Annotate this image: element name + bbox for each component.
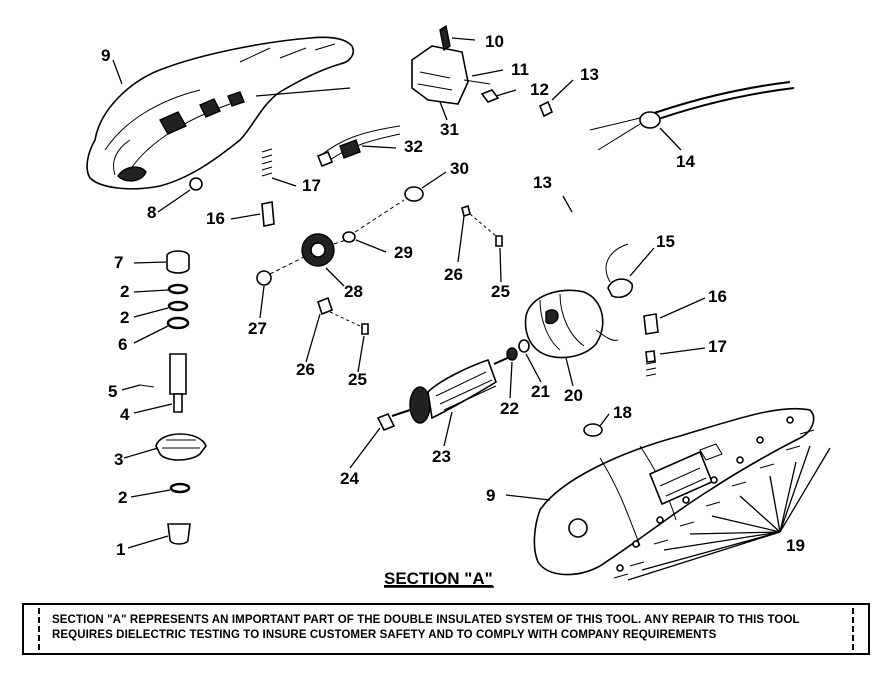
callout-29: 29: [394, 243, 413, 262]
callout-7: 7: [114, 253, 123, 272]
callout-10: 10: [485, 32, 504, 51]
callout-13-lower: 13: [533, 173, 552, 192]
safety-notice-box: SECTION "A" REPRESENTS AN IMPORTANT PART…: [22, 603, 870, 655]
callout-1: 1: [116, 540, 125, 559]
safety-notice-frame: SECTION "A" REPRESENTS AN IMPORTANT PART…: [38, 608, 854, 650]
callout-6: 6: [118, 335, 127, 354]
armature: [376, 339, 530, 432]
callout-2-top: 2: [120, 282, 129, 301]
callout-25-left: 25: [348, 370, 367, 389]
safety-notice-text: SECTION "A" REPRESENTS AN IMPORTANT PART…: [52, 614, 800, 641]
callout-3: 3: [114, 450, 123, 469]
callout-2-bottom: 2: [118, 488, 127, 507]
callout-28: 28: [344, 282, 363, 301]
callout-17-left: 17: [302, 176, 321, 195]
callout-labels: 9 10 11 12 13 31 14 32 17 30 13 8 16 15 …: [101, 32, 805, 588]
callout-11: 11: [511, 60, 529, 79]
section-a-title: SECTION "A": [384, 569, 493, 588]
wire-lead: [316, 125, 401, 168]
callout-12: 12: [530, 80, 549, 99]
callout-19: 19: [786, 536, 805, 555]
callout-16-left: 16: [206, 209, 225, 228]
brush-spring-left: [261, 148, 275, 227]
callout-20: 20: [564, 386, 583, 405]
power-cord: [589, 81, 795, 151]
callout-23: 23: [432, 447, 451, 466]
callout-2-middle: 2: [120, 308, 129, 327]
callout-30: 30: [450, 159, 469, 178]
callout-25-right: 25: [491, 282, 510, 301]
leader-lines: [112, 37, 706, 549]
callout-32: 32: [404, 137, 423, 156]
callout-26-left: 26: [296, 360, 315, 379]
housing-half-lower: [533, 407, 831, 581]
callout-27: 27: [248, 319, 267, 338]
brush-holder-right: [643, 313, 659, 377]
gear-train: [256, 186, 424, 286]
callout-18: 18: [613, 403, 632, 422]
housing-half-upper: [86, 36, 355, 191]
callout-15: 15: [656, 232, 675, 251]
callout-22: 22: [500, 399, 519, 418]
callout-13-upper: 13: [580, 65, 599, 84]
callout-8: 8: [147, 203, 156, 222]
callout-21: 21: [531, 382, 550, 401]
callout-17-right: 17: [708, 337, 727, 356]
callout-31: 31: [440, 120, 459, 139]
callout-24: 24: [340, 469, 359, 488]
callout-9-upper: 9: [101, 46, 110, 65]
field-assembly: [524, 243, 633, 359]
switch-assembly: [411, 24, 554, 118]
callout-9-lower: 9: [486, 486, 495, 505]
callout-26-right: 26: [444, 265, 463, 284]
callout-4: 4: [120, 405, 130, 424]
spindle-stack: [139, 250, 207, 545]
callout-5: 5: [108, 382, 117, 401]
callout-14: 14: [676, 152, 695, 171]
callout-16-right: 16: [708, 287, 727, 306]
brackets-screws: [317, 204, 503, 335]
